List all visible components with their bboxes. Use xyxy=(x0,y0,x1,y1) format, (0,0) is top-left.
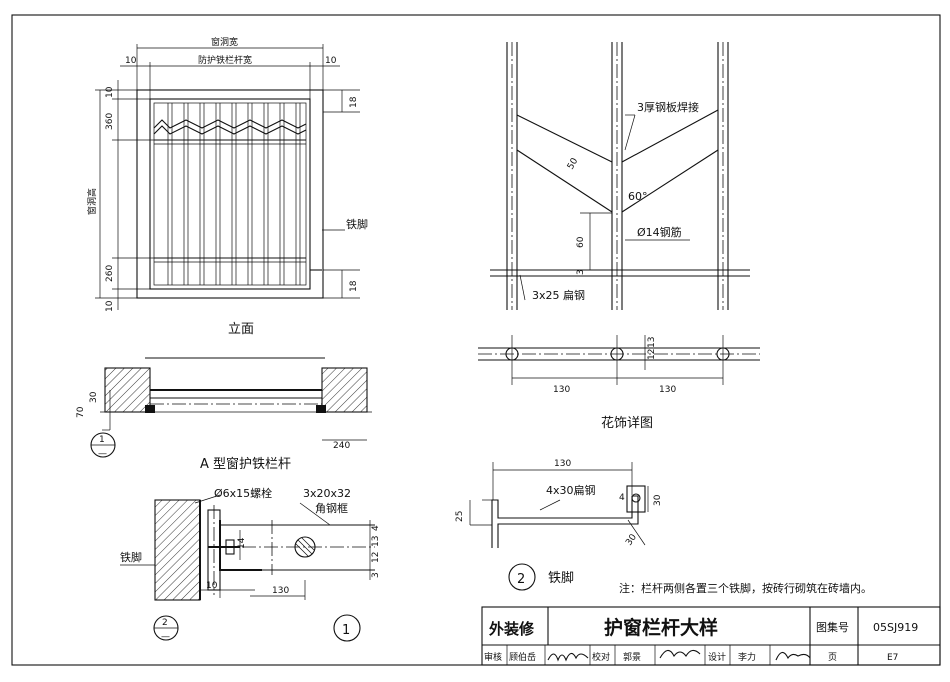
section-a-view: 30 70 240 1 — A 型窗护铁栏杆 xyxy=(76,357,372,472)
dim-260: 260 xyxy=(105,265,115,282)
detail-1-view: Ø6x15螺栓 3x20x32 角钢框 14 4 13 12 3 10 130 … xyxy=(120,486,381,642)
section-dim-70: 70 xyxy=(76,406,86,418)
detail-dim-13: 13 xyxy=(371,536,381,547)
ornament-dim-130a: 130 xyxy=(553,385,570,395)
opening-height-label: 窗洞高 xyxy=(86,188,98,215)
section-ref-num: 1 xyxy=(99,435,105,445)
detail-dim-130: 130 xyxy=(272,586,289,596)
page-label: 页 xyxy=(828,652,837,663)
foot-dim-30a: 30 xyxy=(653,494,663,506)
foot-dim-30b: 30 xyxy=(624,532,639,547)
detail-ref-den: — xyxy=(161,632,170,642)
detail-dim-10: 10 xyxy=(206,581,218,591)
dim-10-left: 10 xyxy=(125,56,137,66)
bolt-label: Ø6x15螺栓 xyxy=(214,486,272,500)
dim-10-top: 10 xyxy=(105,86,115,98)
flat-steel-label: 3x25 扁钢 xyxy=(532,289,585,302)
checker-signature xyxy=(659,649,701,659)
opening-width-label: 窗洞宽 xyxy=(211,36,238,48)
elevation-view: 窗洞宽 防护铁栏杆宽 10 10 窗洞高 10 360 260 10 18 18… xyxy=(86,36,368,337)
reviewer-signature xyxy=(547,652,589,662)
check-label: 校对 xyxy=(592,651,610,663)
elevation-caption: 立面 xyxy=(228,322,254,337)
section-dim-240: 240 xyxy=(333,441,350,451)
foot-dim-4: 4 xyxy=(619,493,625,503)
atlas-label: 图集号 xyxy=(816,620,849,634)
angle-60-label: 60° xyxy=(628,190,648,203)
dim-18-top: 18 xyxy=(349,96,359,108)
detail-ref-num: 2 xyxy=(162,618,168,628)
ornament-caption: 花饰详图 xyxy=(601,415,653,431)
dim-10-bottom: 10 xyxy=(105,300,115,312)
ornament-dim-13: 13 xyxy=(647,337,657,348)
foot-caption: 铁脚 xyxy=(548,570,574,586)
iron-foot-detail-view: 130 4x30扁钢 25 30 30 4 2 铁脚 xyxy=(455,459,663,591)
ornament-dim-60: 60 xyxy=(576,236,586,248)
dim-10-right: 10 xyxy=(325,56,337,66)
elevation-iron-foot-label: 铁脚 xyxy=(346,217,368,231)
designer-signature xyxy=(775,651,811,661)
flat-bar-label: 3x20x32 xyxy=(303,487,351,500)
detail-dim-4: 4 xyxy=(371,525,381,531)
ornament-dim-12: 12 xyxy=(647,349,657,360)
detail-dim-3: 3 xyxy=(371,572,381,578)
checker-name: 郭景 xyxy=(623,651,641,663)
reviewer-name: 顾伯岳 xyxy=(509,651,536,663)
section-dim-30: 30 xyxy=(89,391,99,403)
section-ref-den: — xyxy=(98,449,107,459)
detail-dim-14: 14 xyxy=(237,537,247,549)
sheet-title: 护窗栏杆大样 xyxy=(604,616,718,639)
plate-weld-label: 3厚钢板焊接 xyxy=(637,100,699,114)
ornament-dim-50: 50 xyxy=(566,156,581,171)
review-label: 审核 xyxy=(484,651,502,663)
page-number: E7 xyxy=(887,653,898,663)
atlas-number: 05SJ919 xyxy=(873,621,918,634)
detail-iron-foot-label: 铁脚 xyxy=(120,550,142,564)
category-label: 外装修 xyxy=(488,620,535,638)
foot-circle-num: 2 xyxy=(517,572,525,587)
drawing-note: 注：栏杆两侧各置三个铁脚，按砖行砌筑在砖墙内。 xyxy=(619,581,872,595)
designer-name: 李力 xyxy=(738,651,756,663)
foot-flat-steel-label: 4x30扁钢 xyxy=(546,484,596,497)
ornament-detail-view: 3厚钢板焊接 50 60° Ø14钢筋 60 3 3x25 扁钢 12 13 1… xyxy=(478,42,760,431)
angle-frame-label: 角钢框 xyxy=(315,502,348,515)
ornament-dim-3: 3 xyxy=(576,269,586,275)
foot-dim-130: 130 xyxy=(554,459,571,469)
detail-circle-num: 1 xyxy=(342,623,350,638)
grille-width-label: 防护铁栏杆宽 xyxy=(198,54,252,66)
sheet-border xyxy=(11,14,941,666)
design-label: 设计 xyxy=(708,651,726,663)
ornament-dim-130b: 130 xyxy=(659,385,676,395)
section-caption: A 型窗护铁栏杆 xyxy=(200,456,291,472)
dim-18-bottom: 18 xyxy=(349,280,359,292)
foot-dim-25: 25 xyxy=(455,511,465,522)
dim-360: 360 xyxy=(105,113,115,130)
rebar-label: Ø14钢筋 xyxy=(637,225,682,239)
detail-dim-12: 12 xyxy=(371,552,381,563)
title-block: 外装修 护窗栏杆大样 图集号 05SJ919 审核 顾伯岳 校对 郭景 设计 李… xyxy=(481,606,941,666)
